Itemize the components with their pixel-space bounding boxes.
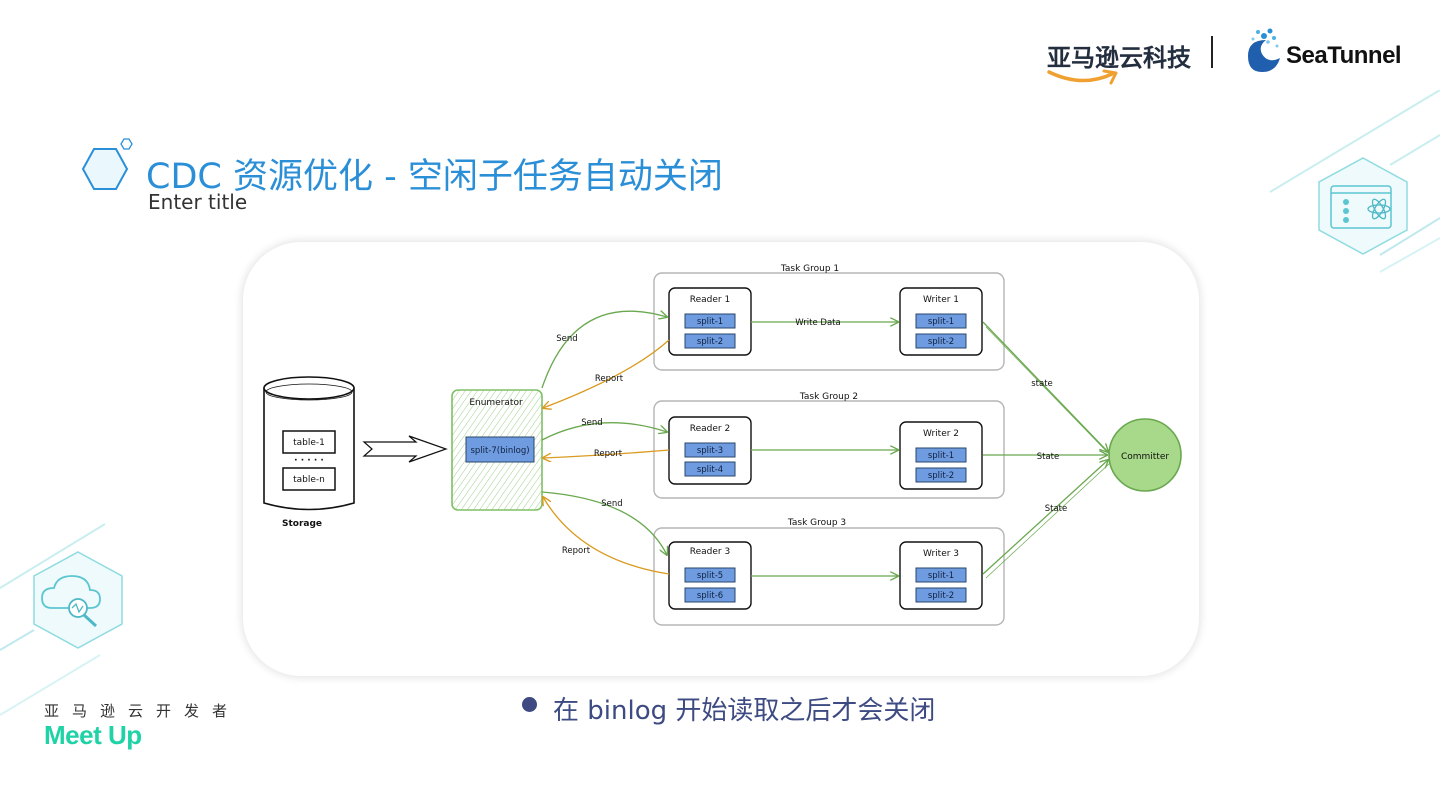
task-group-2-label: Task Group 2: [799, 392, 858, 402]
reader-3-split-b: split-6: [697, 591, 723, 601]
reader-1-split-b: split-2: [697, 337, 723, 347]
brand-divider: [1211, 36, 1213, 68]
writer-1-split-b: split-2: [928, 337, 954, 347]
writer-3-split-a: split-1: [928, 571, 954, 581]
state-arrow-3: [982, 460, 1108, 575]
writer-1-label: Writer 1: [923, 295, 959, 305]
seatunnel-logo-icon: [1248, 28, 1280, 72]
report-arrow-1: [543, 339, 670, 408]
amazon-smile-icon: [1047, 69, 1118, 85]
send-label-1: Send: [556, 334, 577, 344]
reader-2-label: Reader 2: [690, 424, 730, 434]
storage-label: Storage: [282, 519, 322, 529]
reader-1-split-a: split-1: [697, 317, 723, 327]
enumerator-split: split-7(binlog): [470, 446, 529, 456]
task-group-1-label: Task Group 1: [780, 264, 839, 274]
writer-3-label: Writer 3: [923, 549, 959, 559]
send-arrow-3: [541, 491, 667, 555]
committer-label: Committer: [1121, 452, 1169, 462]
reader-2-split-a: split-3: [697, 446, 723, 456]
send-arrow-2: [541, 422, 667, 441]
reader-3-label: Reader 3: [690, 547, 730, 557]
enumerator-label: Enumerator: [469, 398, 523, 408]
bullet-text: 在 binlog 开始读取之后才会关闭: [553, 696, 936, 726]
reader-2-split-b: split-4: [697, 465, 723, 475]
data-arrow-1-label: Write Data: [795, 318, 840, 328]
writer-2-split-a: split-1: [928, 451, 954, 461]
state-label-1: state: [1031, 379, 1053, 389]
committer-circle: [1108, 418, 1182, 492]
bullet-dot: [522, 697, 537, 712]
state-label-2: State: [1037, 452, 1060, 462]
state-label-3: State: [1045, 504, 1068, 514]
decor-top-right: [1269, 90, 1440, 273]
amazon-logo: 亚马逊云科技: [1047, 44, 1191, 72]
report-label-1: Report: [595, 374, 624, 384]
meetup-logo: Meet Up: [44, 720, 142, 750]
decor-bottom-left: [0, 523, 123, 716]
writer-1-split-a: split-1: [928, 317, 954, 327]
writer-2-label: Writer 2: [923, 429, 959, 439]
report-arrow-2: [543, 449, 670, 458]
writer-2-split-b: split-2: [928, 471, 954, 481]
state-arrow-1: [982, 321, 1108, 452]
developer-label: 亚马逊云开发者: [44, 702, 241, 720]
page-subtitle: Enter title: [148, 190, 248, 214]
task-group-3-label: Task Group 3: [787, 518, 846, 528]
storage-dots: · · · · ·: [294, 456, 324, 466]
report-label-3: Report: [562, 546, 591, 556]
page-title: CDC 资源优化 - 空闲子任务自动关闭: [146, 157, 723, 197]
storage-cylinder: [263, 376, 355, 511]
report-label-2: Report: [594, 449, 623, 459]
title-hexagon-icon: [81, 138, 133, 190]
storage-to-enumerator-arrow: [362, 435, 448, 463]
send-label-3: Send: [601, 499, 622, 509]
seatunnel-logo-text: SeaTunnel: [1286, 42, 1402, 69]
writer-3-split-b: split-2: [928, 591, 954, 601]
storage-table-1: table-1: [293, 438, 325, 448]
storage-table-n: table-n: [293, 475, 325, 485]
send-label-2: Send: [581, 418, 602, 428]
send-arrow-1: [541, 311, 667, 389]
reader-1-label: Reader 1: [690, 295, 730, 305]
report-arrow-3: [543, 497, 670, 575]
reader-3-split-a: split-5: [697, 571, 723, 581]
